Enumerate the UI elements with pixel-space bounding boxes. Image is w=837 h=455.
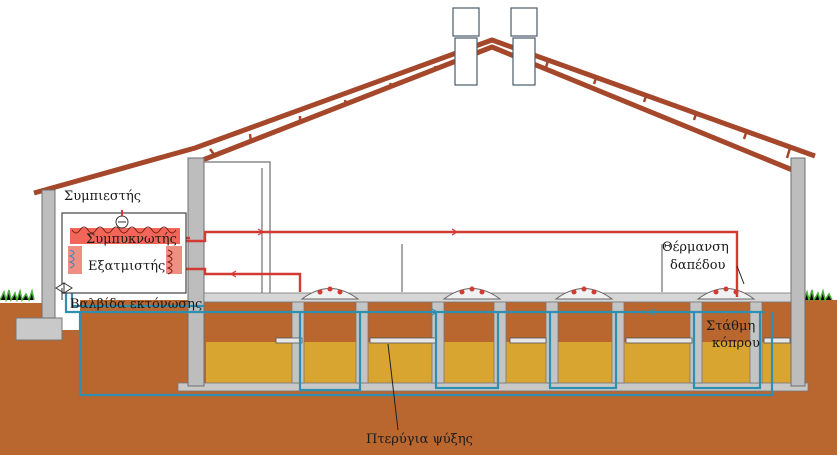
expansion-valve-label: Βαλβίδα εκτόνωσης [70, 297, 203, 312]
left-outer-wall [41, 189, 56, 319]
condenser-label: Συμπυκνωτής [86, 232, 177, 247]
condenser-coil [70, 226, 180, 244]
roof-truss [33, 37, 816, 196]
compressor-label: Συμπιεστής [64, 189, 142, 204]
grass [0, 288, 833, 303]
left-foundation-block [15, 317, 63, 341]
manure-level-label-line1: Στάθμη [706, 319, 756, 334]
cooling-fins-label: Πτερύγια ψύξης [366, 432, 473, 447]
floor-heating-domes [300, 288, 756, 300]
flow-arrows [229, 228, 655, 316]
roof-truss-web [209, 60, 792, 159]
right-main-column [790, 157, 806, 387]
chimney-vent-icon [452, 7, 538, 86]
manure-level-label-line2: κόπρου [712, 336, 760, 351]
compressor-icon [115, 210, 129, 229]
evaporator-label: Εξατμιστής [88, 259, 166, 274]
cooling-fin-plates [275, 337, 791, 344]
floor-heating-label-line2: δαπέδου [670, 258, 726, 273]
floor-heating-label-line1: Θέρμανση [662, 240, 729, 255]
evaporator-coil [68, 246, 182, 275]
